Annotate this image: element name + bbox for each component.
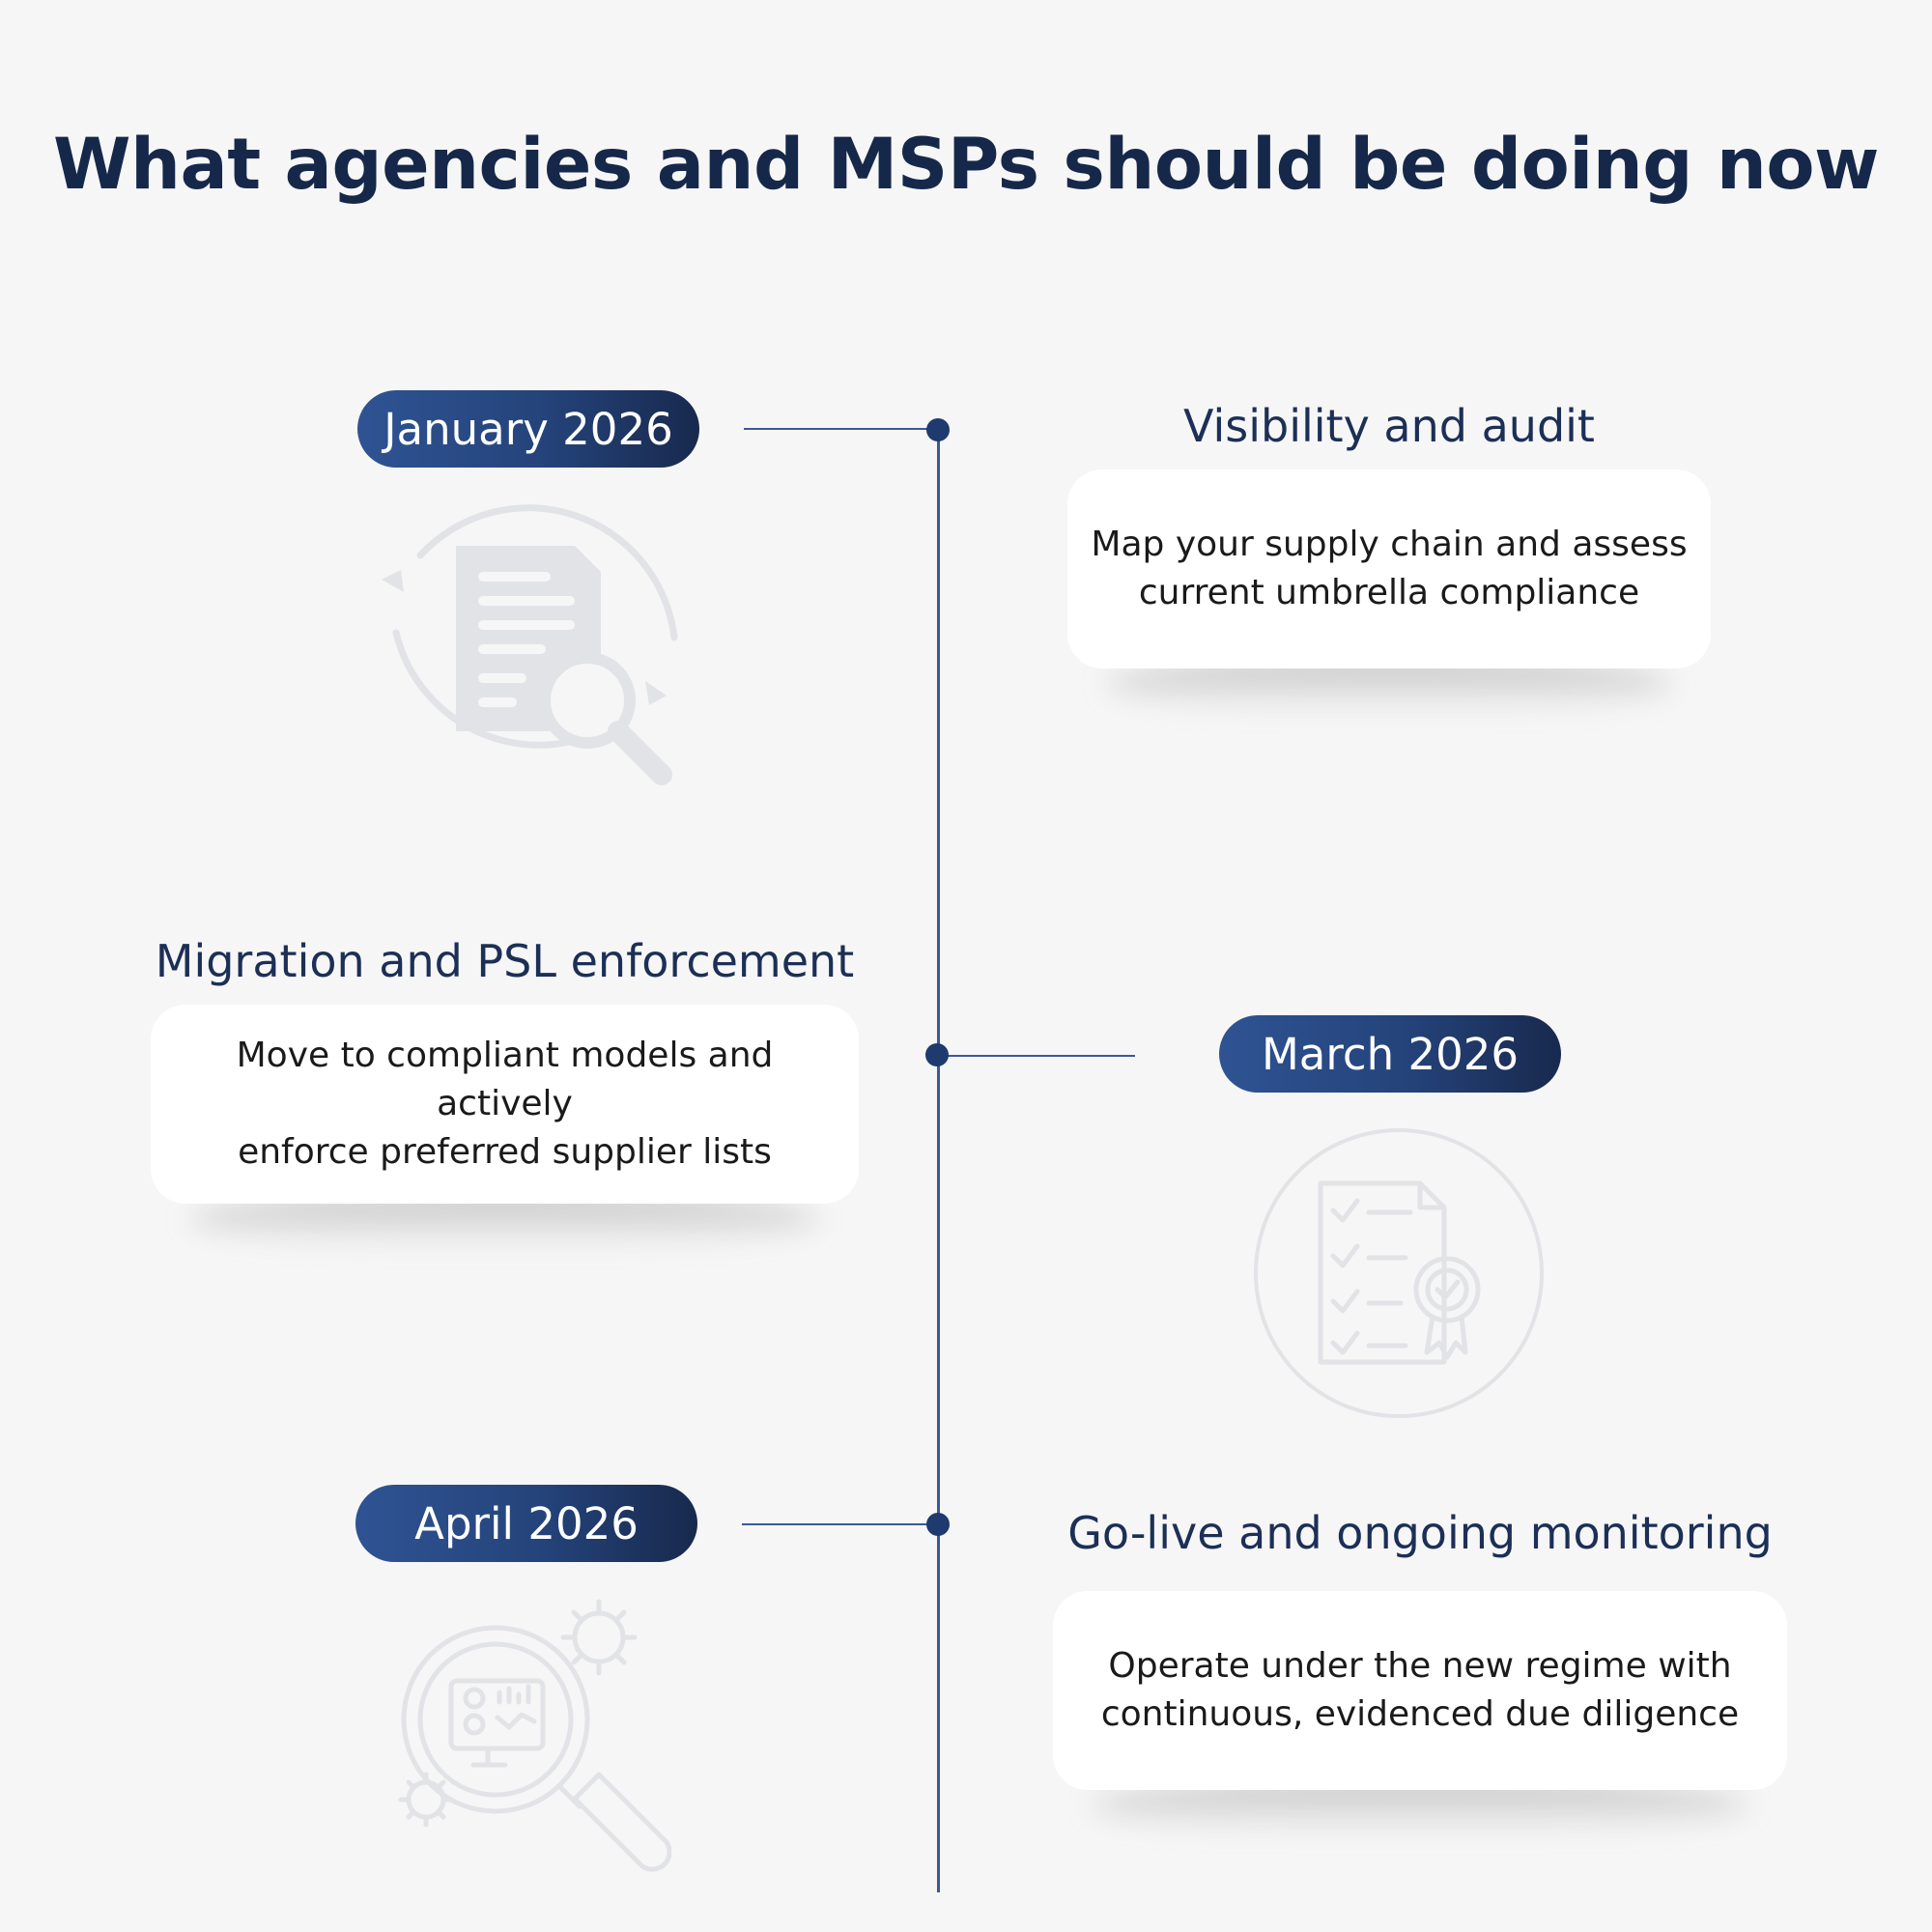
step-card-migration: Move to compliant models and actively en… — [151, 1005, 859, 1248]
card-text-line: Map your supply chain and assess — [1091, 525, 1688, 564]
connector-march — [937, 1055, 1135, 1057]
card-text-line: continuous, evidenced due diligence — [1100, 1694, 1740, 1734]
date-pill-march: March 2026 — [1219, 1015, 1561, 1093]
timeline-dot-april — [926, 1513, 950, 1536]
date-pill-january: January 2026 — [357, 390, 699, 468]
monitoring-magnifier-icon — [398, 1599, 671, 1872]
card-body: Move to compliant models and actively en… — [151, 1005, 859, 1204]
step-heading-migration: Migration and PSL enforcement — [155, 935, 855, 987]
checklist-certificate-icon — [1254, 1128, 1544, 1418]
step-card-go-live: Operate under the new regime with contin… — [1053, 1591, 1787, 1834]
timeline-dot-january — [926, 418, 950, 441]
card-body: Map your supply chain and assess current… — [1067, 469, 1711, 668]
step-heading-visibility: Visibility and audit — [1183, 400, 1595, 452]
card-text-line: Operate under the new regime with — [1108, 1646, 1732, 1686]
timeline-line — [937, 429, 940, 1892]
date-pill-april: April 2026 — [355, 1485, 697, 1562]
card-text-line: enforce preferred supplier lists — [238, 1132, 772, 1172]
connector-april — [742, 1523, 937, 1525]
timeline-dot-march — [925, 1043, 949, 1066]
step-card-visibility: Map your supply chain and assess current… — [1067, 469, 1711, 713]
card-text-line: current umbrella compliance — [1138, 573, 1640, 612]
connector-january — [744, 428, 937, 430]
card-text-line: Move to compliant models and actively — [236, 1036, 774, 1123]
card-body: Operate under the new regime with contin… — [1053, 1591, 1787, 1790]
step-heading-go-live: Go-live and ongoing monitoring — [1067, 1507, 1773, 1559]
page-title: What agencies and MSPs should be doing n… — [53, 124, 1879, 206]
document-search-icon — [382, 504, 678, 785]
